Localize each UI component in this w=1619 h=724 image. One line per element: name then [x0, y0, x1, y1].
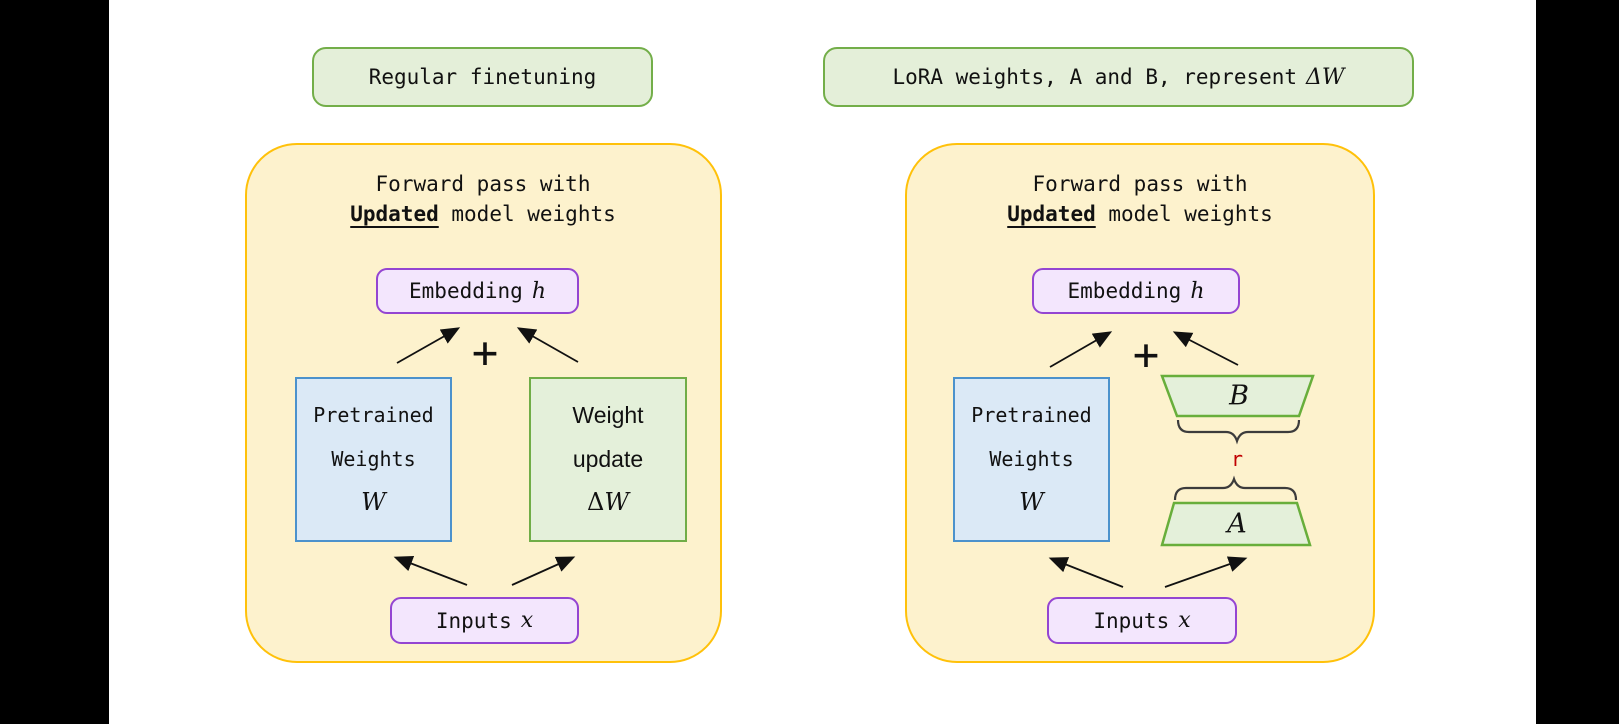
header-regular-finetuning: Regular finetuning — [312, 47, 653, 107]
inputs-node-left: Inputs x — [390, 597, 579, 644]
rank-brace-above-a — [1173, 475, 1298, 501]
arrow-inputs-to-update-left — [511, 556, 576, 586]
embedding-math-h-left: h — [531, 278, 546, 304]
lora-rank-label: r — [1230, 447, 1244, 471]
title-rest-left: model weights — [438, 201, 616, 226]
embedding-label-right: Embedding — [1067, 279, 1182, 303]
pretrained-line2-right: Weights — [989, 446, 1074, 471]
pretrained-math-w-left: W — [361, 488, 386, 517]
arrow-inputs-to-pretrained-left — [393, 555, 468, 586]
lora-matrix-a-label: A — [1227, 508, 1247, 540]
pretrained-line1-right: Pretrained — [971, 403, 1092, 428]
arrow-pretrained-to-embedding-right — [1049, 331, 1113, 368]
pretrained-line2-left: Weights — [331, 446, 416, 471]
header-lora-label: LoRA weights, A and B, represent — [892, 65, 1298, 89]
pretrained-math-w-right: W — [1019, 488, 1044, 517]
arrow-update-to-embedding-left — [516, 327, 579, 363]
plus-sign-right: + — [1132, 329, 1160, 381]
lora-matrix-b-label: B — [1229, 380, 1249, 412]
title-forward-pass-right: Forward pass with Updated model weights — [940, 170, 1340, 229]
pretrained-line1-left: Pretrained — [313, 403, 434, 428]
delta-symbol: Δ — [586, 488, 605, 517]
trapezoid-b — [1160, 374, 1315, 418]
embedding-node-left: Embedding h — [376, 268, 579, 314]
embedding-node-right: Embedding h — [1032, 268, 1240, 314]
title-updated-left: Updated — [350, 201, 439, 226]
arrow-pretrained-to-embedding-left — [396, 327, 461, 364]
title-forward-pass-left: Forward pass with Updated model weights — [283, 170, 683, 229]
inputs-math-x-left: x — [520, 608, 534, 633]
title-rest-right: model weights — [1095, 201, 1273, 226]
pretrained-weights-box-right: Pretrained Weights W — [953, 377, 1110, 542]
arrow-inputs-to-a-right — [1164, 556, 1248, 588]
inputs-label-left: Inputs — [435, 608, 512, 633]
weight-update-math-delta-w: ΔW — [587, 481, 629, 525]
arrow-b-to-embedding-right — [1172, 331, 1239, 366]
inputs-math-x-right: x — [1178, 608, 1191, 633]
inputs-label-right: Inputs — [1093, 608, 1170, 633]
plus-sign-left: + — [471, 327, 499, 379]
header-regular-label: Regular finetuning — [368, 65, 597, 89]
pretrained-weights-box-left: Pretrained Weights W — [295, 377, 452, 542]
weight-update-line2: update — [572, 445, 644, 472]
rank-brace-under-b — [1176, 419, 1301, 445]
title-updated-right: Updated — [1007, 201, 1096, 226]
weight-update-box: Weight update ΔW — [529, 377, 687, 542]
trapezoid-a — [1160, 501, 1312, 547]
embedding-math-h-right: h — [1190, 278, 1205, 304]
header-lora: LoRA weights, A and B, represent ΔW — [823, 47, 1414, 107]
letterbox-left — [0, 0, 109, 724]
header-lora-math-delta-w: ΔW — [1306, 64, 1345, 90]
title-line1-left: Forward pass with — [375, 172, 591, 196]
w-symbol: W — [604, 488, 629, 517]
letterbox-right — [1536, 0, 1619, 724]
weight-update-line1: Weight — [572, 402, 644, 429]
arrow-inputs-to-pretrained-right — [1048, 557, 1124, 588]
embedding-label-left: Embedding — [409, 279, 523, 303]
inputs-node-right: Inputs x — [1047, 597, 1237, 644]
title-line1-right: Forward pass with — [1032, 172, 1248, 196]
